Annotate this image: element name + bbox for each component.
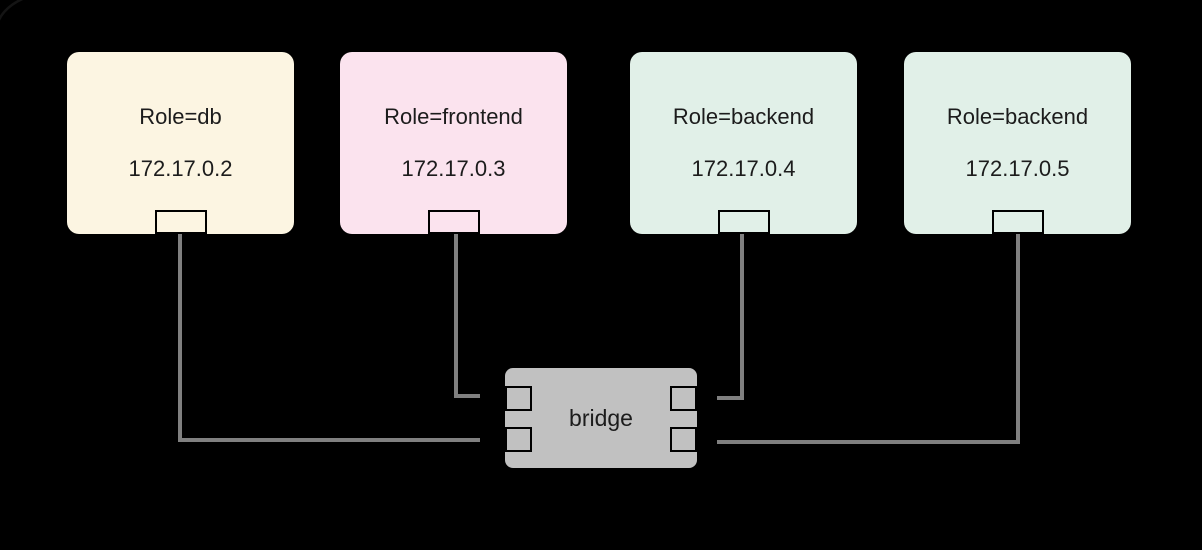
bridge-port-bottom-left [505,427,532,452]
node-port [427,210,480,234]
node-role-label: Role=backend [672,104,815,129]
node-port [717,210,770,234]
node-ip-label: 172.17.0.3 [401,156,506,181]
node-role-label: Role=frontend [384,104,523,129]
bridge-label: bridge [569,404,633,431]
bridge-port-bottom-right [670,427,697,452]
edge-db-bridge [178,232,480,442]
node-role-label: Role=db [139,104,222,129]
node-role-label: Role=backend [946,104,1089,129]
node-db: Role=db 172.17.0.2 [67,52,294,234]
node-port [991,210,1044,234]
edge-frontend-bridge [454,232,480,398]
node-ip-label: 172.17.0.5 [965,156,1070,181]
corner-arc-decoration [0,0,24,21]
node-backend-2: Role=backend 172.17.0.5 [904,52,1131,234]
bridge-port-top-right [670,386,697,411]
bridge-node: bridge [505,368,697,468]
node-backend-1: Role=backend 172.17.0.4 [630,52,857,234]
node-ip-label: 172.17.0.4 [691,156,796,181]
node-ip-label: 172.17.0.2 [128,156,233,181]
edge-backend-2-bridge [717,232,1020,444]
node-port [154,210,207,234]
node-frontend: Role=frontend 172.17.0.3 [340,52,567,234]
edge-backend-1-bridge [717,232,744,400]
bridge-port-top-left [505,386,532,411]
